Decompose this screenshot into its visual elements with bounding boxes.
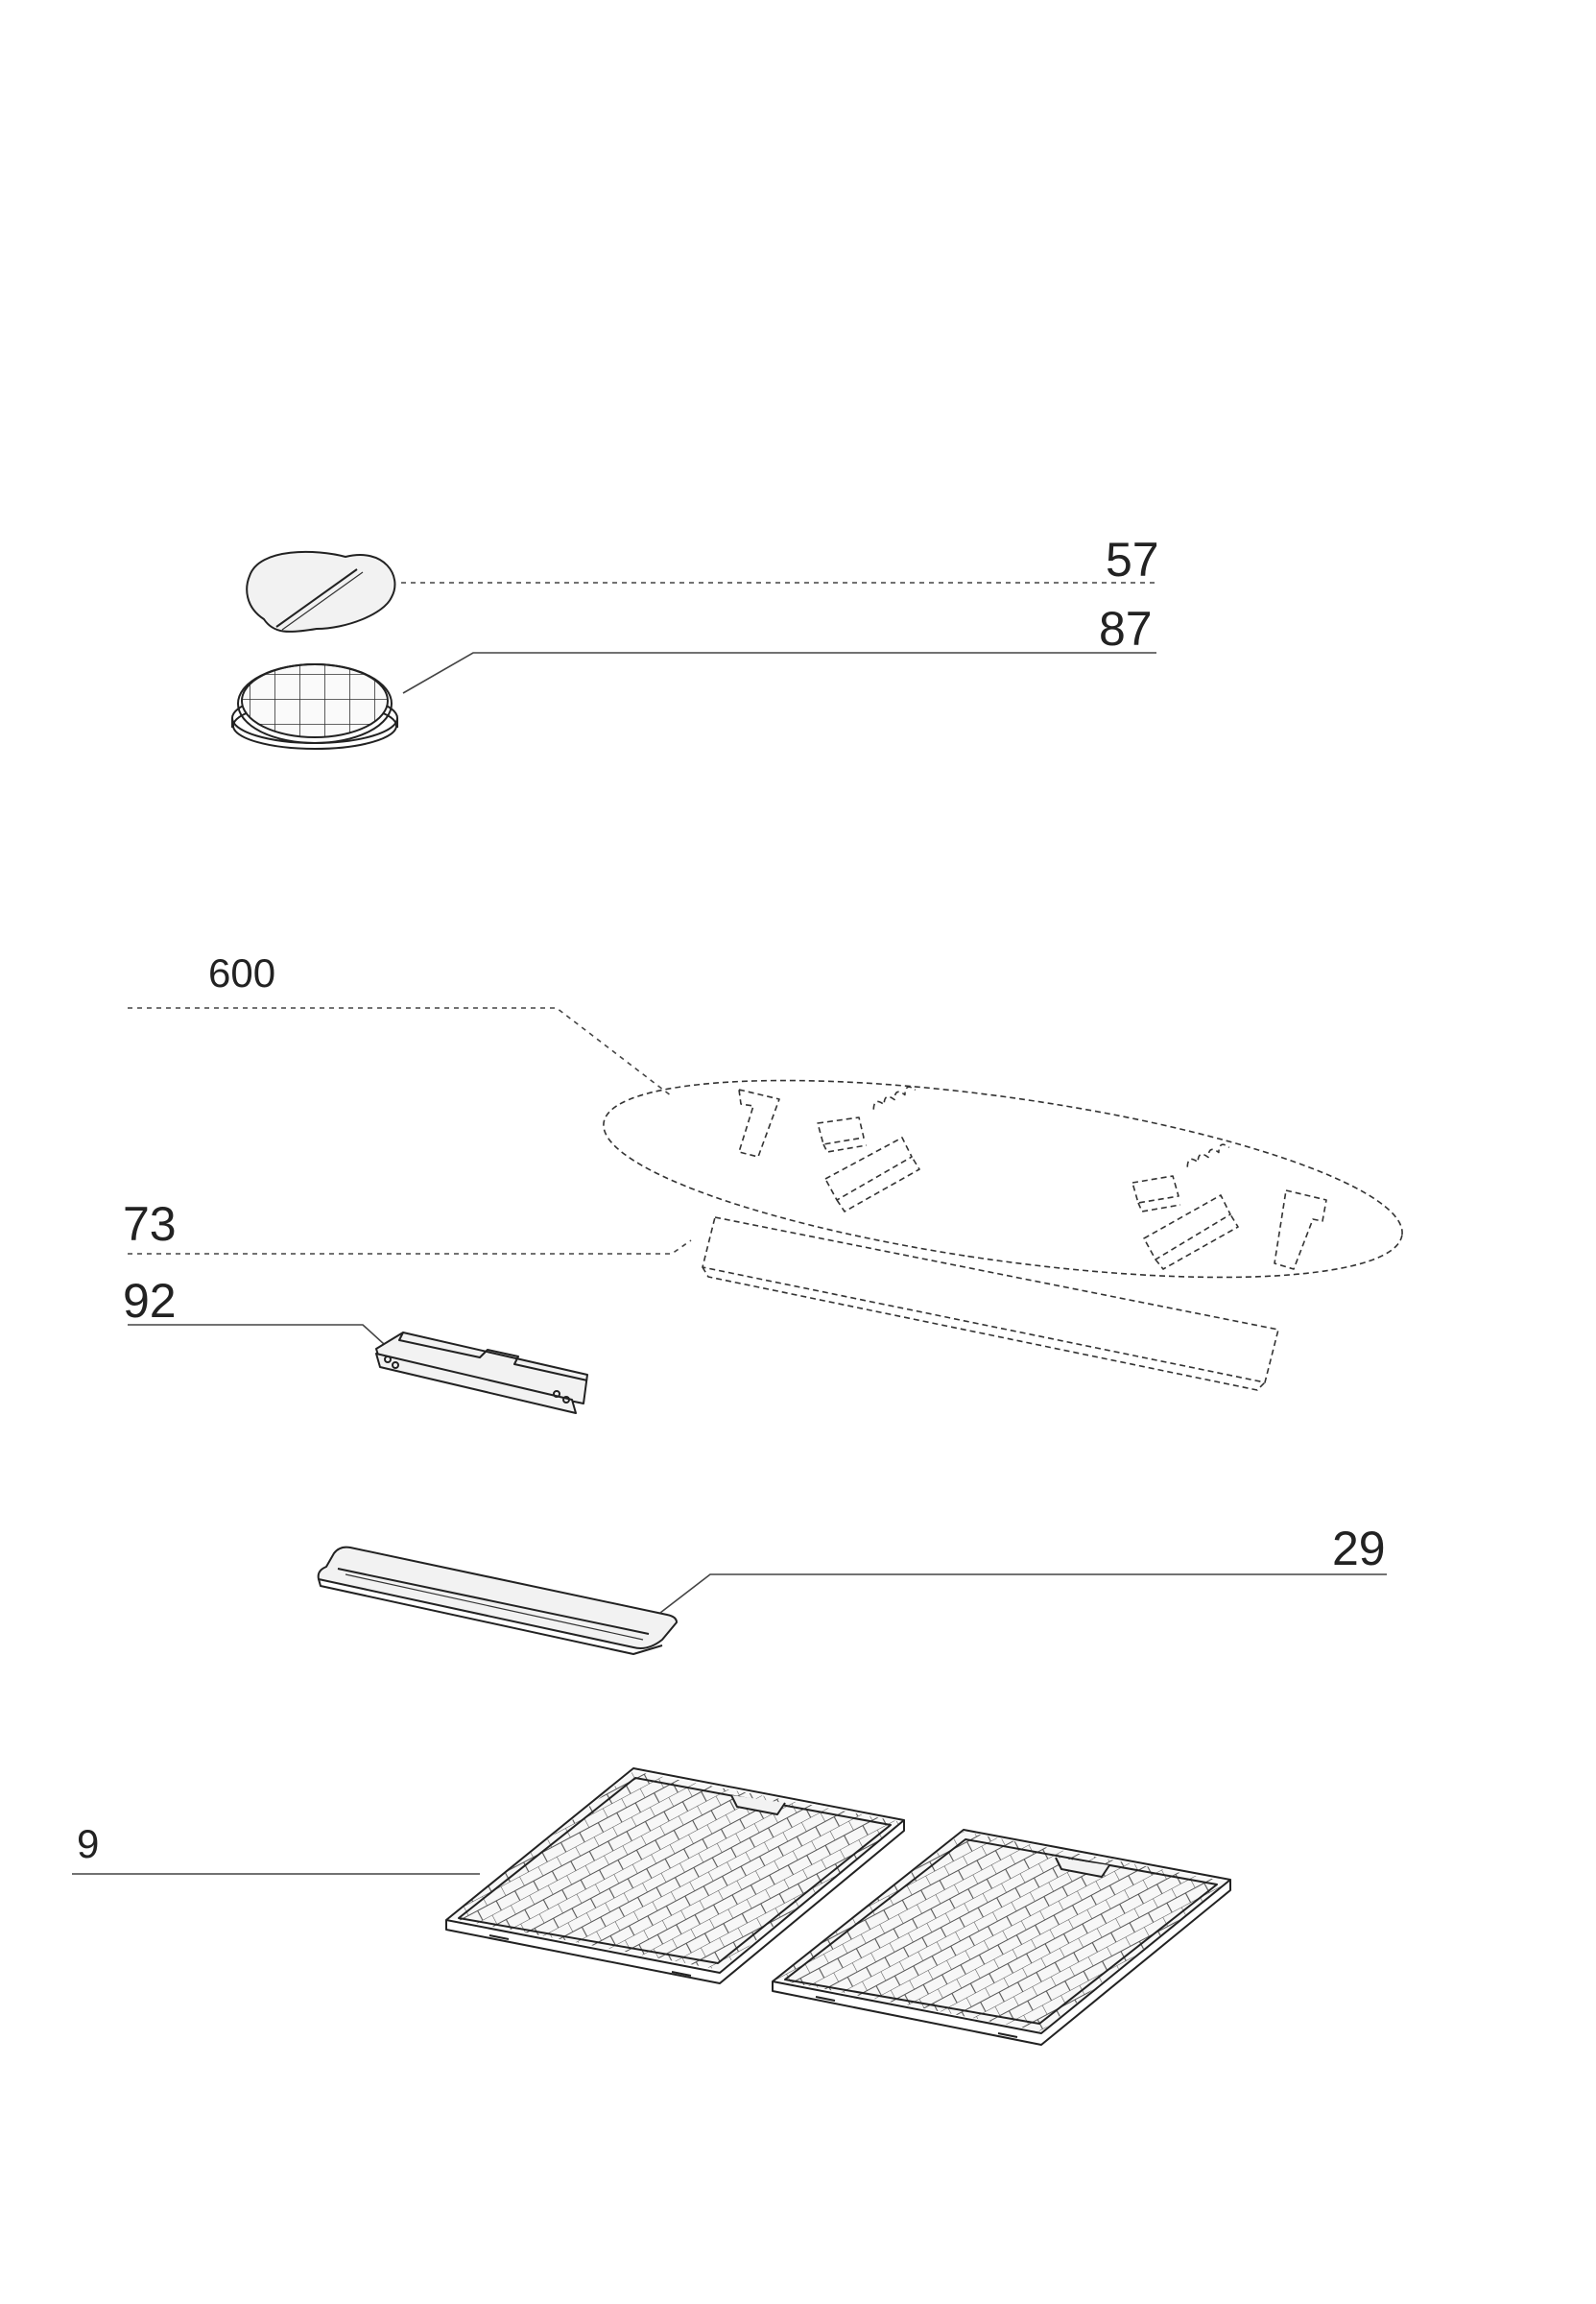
- callout-9: 9: [77, 1821, 99, 1866]
- part-29-flat-panel: [317, 1546, 678, 1655]
- part-73-strip: [702, 1216, 1279, 1391]
- callout-600: 600: [208, 950, 275, 996]
- part-87-round-filter: [231, 663, 398, 750]
- part-9-mesh-filter-left: [445, 1767, 905, 1984]
- callout-73: 73: [123, 1197, 177, 1251]
- leader-73: [128, 1239, 692, 1255]
- callout-87: 87: [1099, 602, 1153, 656]
- leader-87: [402, 652, 1156, 694]
- part-600-hardware-kit: [603, 1079, 1403, 1279]
- leader-600: [128, 1007, 673, 1097]
- leader-92: [128, 1324, 385, 1345]
- part-92-bracket: [375, 1332, 588, 1414]
- leader-29: [659, 1573, 1387, 1614]
- part-9-mesh-filter-right: [772, 1829, 1231, 2046]
- callout-57: 57: [1106, 533, 1159, 587]
- callout-29: 29: [1332, 1522, 1386, 1575]
- part-57-cover-disc: [246, 550, 396, 633]
- callout-92: 92: [123, 1274, 177, 1328]
